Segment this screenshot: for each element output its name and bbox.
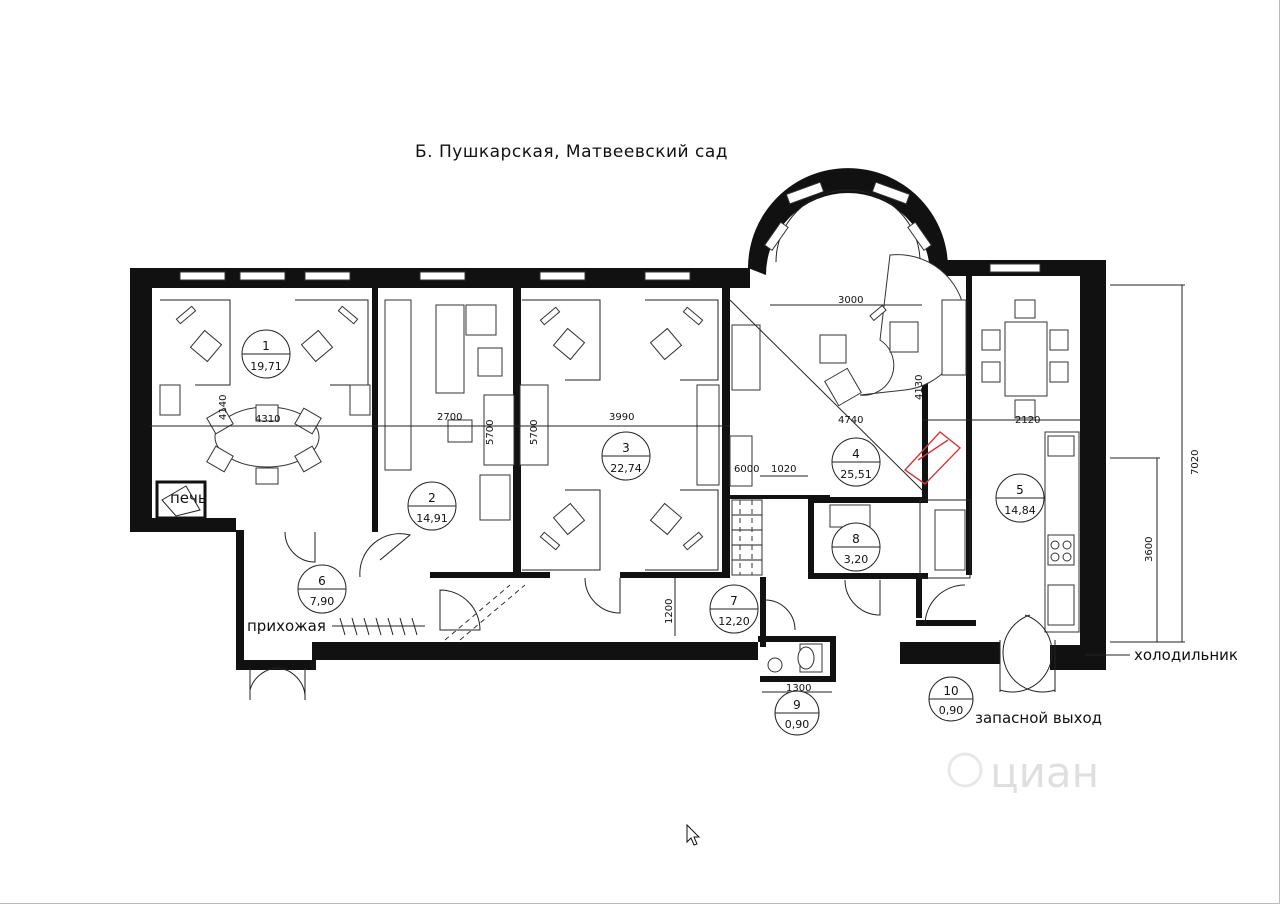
room-3-furniture <box>522 299 720 571</box>
room-4-furniture <box>729 254 967 491</box>
room-area: 14,91 <box>416 512 448 525</box>
emergency-exit-label: запасной выход <box>975 709 1102 727</box>
bay-window <box>748 168 948 275</box>
room-number: 5 <box>1016 483 1024 497</box>
room-1-furniture <box>155 299 371 520</box>
fridge-label: холодильник <box>1134 646 1238 664</box>
room-number: 4 <box>852 447 860 461</box>
room-area: 3,20 <box>844 553 869 566</box>
watermark: циан <box>947 748 1099 797</box>
room-number: 10 <box>943 684 958 698</box>
interior-walls <box>372 270 976 682</box>
room-marker-4: 4 25,51 <box>831 437 881 487</box>
dim-1300: 1300 <box>786 683 811 694</box>
svg-text:циан: циан <box>990 748 1099 797</box>
dim-7020: 7020 <box>1190 450 1201 475</box>
dim-3000: 3000 <box>838 295 863 306</box>
stairs <box>332 499 763 641</box>
room-number: 8 <box>852 532 860 546</box>
dim-4130: 4130 <box>914 375 925 400</box>
room-2-furniture <box>384 299 549 521</box>
room-number: 1 <box>262 339 270 353</box>
dim-3990: 3990 <box>609 412 634 423</box>
doors <box>249 531 1056 701</box>
room-number: 9 <box>793 698 801 712</box>
dim-4740: 4740 <box>838 415 863 426</box>
room-marker-9: 9 0,90 <box>774 690 820 736</box>
room-marker-1: 1 19,71 <box>241 329 291 379</box>
hallway-label: прихожая <box>247 617 326 635</box>
exterior-walls <box>130 260 1106 670</box>
room-marker-7: 7 12,20 <box>709 584 759 634</box>
room-5-furniture <box>934 299 1080 633</box>
room-marker-6: 6 7,90 <box>297 564 347 614</box>
room-number: 6 <box>318 574 326 588</box>
stove-label: печь <box>170 489 207 507</box>
room-marker-3: 3 22,74 <box>601 431 651 481</box>
street-label: Б. Пушкарская, Матвеевский сад <box>415 142 728 162</box>
dim-2700: 2700 <box>437 412 462 423</box>
room-marker-5: 5 14,84 <box>995 473 1045 523</box>
room-area: 25,51 <box>840 468 872 481</box>
room-area: 12,20 <box>718 615 750 628</box>
dim-6000: 6000 <box>734 464 759 475</box>
dim-2120: 2120 <box>1015 415 1040 426</box>
room-area: 19,71 <box>250 360 282 373</box>
dim-5700-b: 5700 <box>529 420 540 445</box>
room-marker-10: 10 0,90 <box>928 676 974 722</box>
room-marker-2: 2 14,91 <box>407 481 457 531</box>
room-number: 2 <box>428 491 436 505</box>
room-area: 0,90 <box>785 718 810 731</box>
dim-1020: 1020 <box>771 464 796 475</box>
mouse-cursor-icon <box>686 823 701 846</box>
room-area: 7,90 <box>310 595 335 608</box>
room-marker-8: 8 3,20 <box>831 522 881 572</box>
dim-5700-a: 5700 <box>485 420 496 445</box>
dim-4310: 4310 <box>255 414 280 425</box>
room-area: 14,84 <box>1004 504 1036 517</box>
room-area: 0,90 <box>939 704 964 717</box>
dim-4140: 4140 <box>218 395 229 420</box>
room-number: 3 <box>622 441 630 455</box>
dim-3600: 3600 <box>1144 537 1155 562</box>
room-area: 22,74 <box>610 462 642 475</box>
dimension-lines <box>150 284 1185 693</box>
room-number: 7 <box>730 594 738 608</box>
dim-1200: 1200 <box>664 599 675 624</box>
